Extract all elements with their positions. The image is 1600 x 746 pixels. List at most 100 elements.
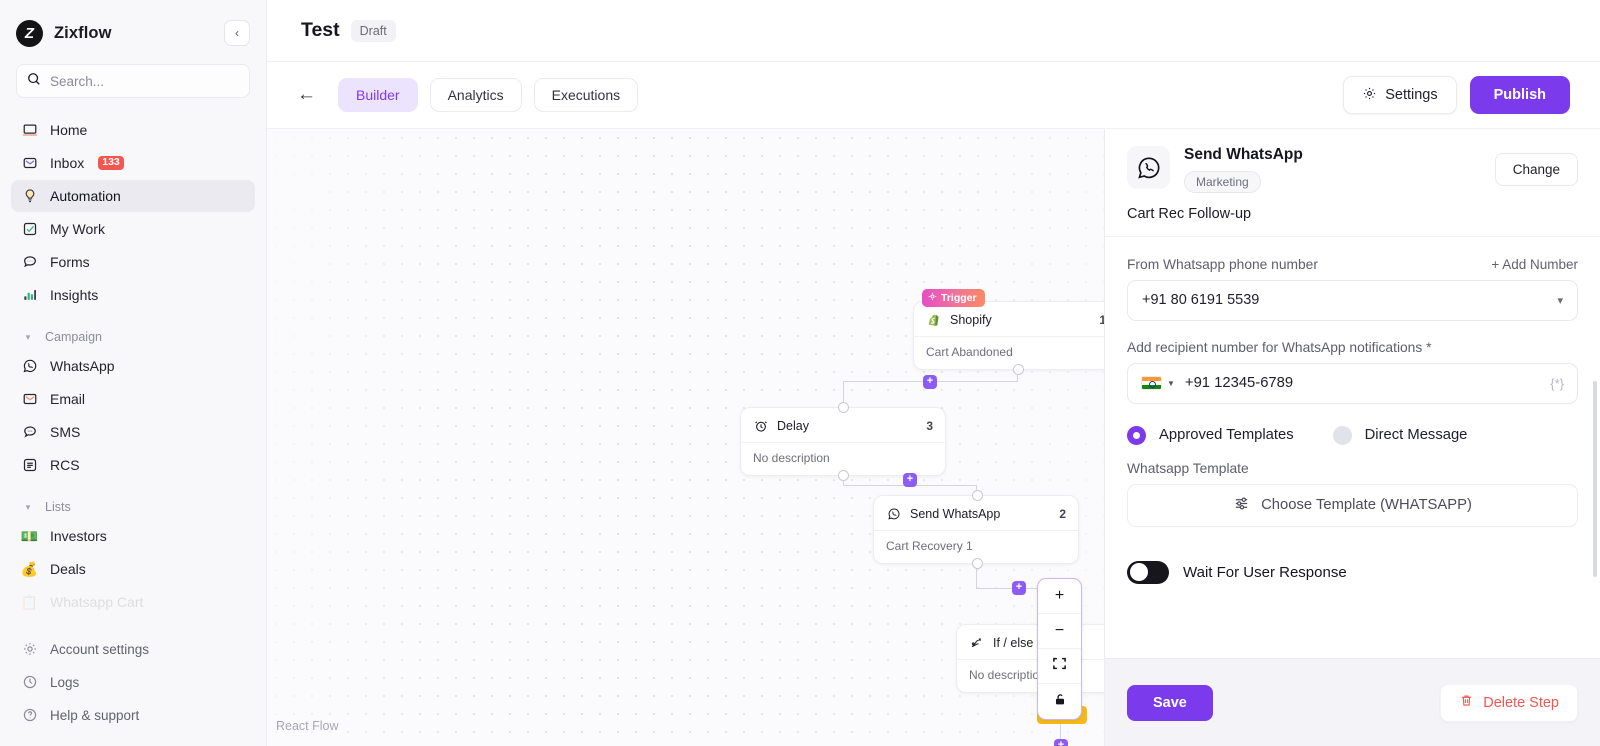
sidebar-section-campaign[interactable]: ▾ Campaign [11, 324, 255, 350]
sidebar-section-lists[interactable]: ▾ Lists [11, 494, 255, 520]
sidebar-item-logs[interactable]: Logs [11, 666, 255, 698]
node-handle-top[interactable] [838, 402, 849, 413]
node-handle-bottom[interactable] [1013, 364, 1024, 375]
tab-executions[interactable]: Executions [533, 78, 639, 112]
rcs-icon [21, 457, 38, 474]
node-description: Cart Abandoned [926, 345, 1013, 359]
chevron-down-icon[interactable]: ▼ [1167, 378, 1175, 388]
sidebar-item-automation[interactable]: Automation [11, 180, 255, 212]
add-step-button[interactable]: + [903, 473, 917, 487]
sidebar-item-account-settings[interactable]: Account settings [11, 633, 255, 665]
sidebar-item-email[interactable]: Email [11, 383, 255, 415]
from-number-label-row: From Whatsapp phone number + Add Number [1127, 257, 1578, 272]
panel-header: Send WhatsApp Marketing Change Cart Rec … [1105, 129, 1600, 237]
delete-step-label: Delete Step [1483, 694, 1559, 711]
sidebar-item-label: Account settings [50, 641, 150, 657]
sidebar-item-sms[interactable]: SMS [11, 416, 255, 448]
sidebar-item-forms[interactable]: Forms [11, 246, 255, 278]
merge-tag-icon[interactable]: {*} [1550, 375, 1564, 391]
whatsapp-icon [21, 358, 38, 375]
node-title: Delay [777, 418, 809, 433]
title-bar: Test Draft [267, 0, 1600, 62]
node-handle-bottom[interactable] [972, 558, 983, 569]
panel-category-tag: Marketing [1184, 170, 1261, 193]
node-handle-bottom[interactable] [838, 470, 849, 481]
inbox-badge: 133 [98, 155, 124, 171]
whatsapp-icon [886, 506, 901, 521]
money-icon: 💵 [20, 528, 39, 544]
recipient-phone-input[interactable]: ▼ +91 12345-6789 {*} [1127, 362, 1578, 404]
sidebar-item-rcs[interactable]: RCS [11, 449, 255, 481]
change-button[interactable]: Change [1494, 152, 1578, 186]
recipient-label: Add recipient number for WhatsApp notifi… [1127, 339, 1432, 355]
add-number-link[interactable]: + Add Number [1491, 256, 1578, 272]
tab-analytics[interactable]: Analytics [429, 78, 522, 112]
sidebar-nav: Home Inbox 133 Automation [0, 114, 266, 627]
delete-step-button[interactable]: Delete Step [1440, 683, 1578, 722]
toolbar-right: Settings Publish [1343, 76, 1570, 114]
search-placeholder: Search... [50, 73, 105, 89]
radio-approved-templates[interactable] [1127, 425, 1146, 445]
panel-scrollbar[interactable] [1593, 380, 1597, 577]
node-header: Shopify 1 [914, 302, 1104, 337]
lock-button[interactable] [1038, 684, 1081, 719]
save-button[interactable]: Save [1127, 684, 1213, 721]
sliders-icon [1233, 495, 1250, 516]
sidebar-item-label: Investors [50, 528, 107, 544]
wait-for-user-response-toggle[interactable] [1127, 560, 1169, 584]
sidebar-item-inbox[interactable]: Inbox 133 [11, 147, 255, 179]
radio-direct-message[interactable] [1332, 425, 1352, 445]
flow-node-shopify-trigger[interactable]: Trigger Shopify 1 Cart Aba [913, 289, 1104, 375]
zoom-in-button[interactable]: + [1038, 579, 1081, 614]
sidebar-item-label: SMS [50, 424, 81, 440]
brand-row: Z Zixflow ‹ [16, 16, 250, 50]
chevron-down-icon: ▾ [25, 501, 31, 512]
zoom-out-button[interactable]: − [1038, 614, 1081, 649]
flow-canvas[interactable]: + + + + Is false + [267, 129, 1104, 746]
add-step-button[interactable]: + [923, 375, 937, 389]
logo-glyph: Z [24, 24, 35, 42]
clock-icon [21, 674, 38, 691]
sidebar-item-label: Forms [50, 254, 90, 270]
sidebar-item-investors[interactable]: 💵 Investors [11, 520, 255, 552]
inbox-icon [21, 155, 38, 172]
sidebar-item-label: Email [50, 391, 86, 407]
envelope-icon [21, 391, 38, 408]
search-input[interactable]: Search... [16, 64, 250, 98]
canvas-controls: + − [1037, 578, 1082, 720]
node-handle-top[interactable] [972, 490, 983, 501]
node-description: No description [753, 451, 830, 465]
node-number: 3 [926, 418, 933, 433]
settings-label: Settings [1385, 87, 1438, 103]
back-button[interactable]: ← [297, 84, 316, 105]
flow-node-send-whatsapp-2[interactable]: Send WhatsApp 2 Cart Recovery 1 [873, 490, 1079, 569]
add-step-button[interactable]: + [1054, 739, 1068, 746]
alarm-clock-icon [753, 418, 768, 433]
sidebar-item-help-support[interactable]: Help & support [11, 699, 255, 731]
flow-node-delay[interactable]: Delay 3 No description [740, 402, 946, 481]
wait-response-row: Wait For User Response [1127, 560, 1578, 584]
publish-button[interactable]: Publish [1469, 76, 1570, 114]
sidebar-item-home[interactable]: Home [11, 114, 255, 146]
tab-builder[interactable]: Builder [338, 78, 418, 112]
node-description: Cart Recovery 1 [886, 539, 973, 553]
panel-subtitle: Cart Rec Follow-up [1127, 205, 1252, 222]
fit-view-button[interactable] [1038, 649, 1081, 684]
from-number-value: +91 80 6191 5539 [1142, 292, 1260, 309]
sidebar-collapse-button[interactable]: ‹ [224, 20, 250, 46]
node-title: Send WhatsApp [910, 506, 1001, 521]
sidebar-item-label: Inbox [50, 155, 85, 171]
sidebar-item-my-work[interactable]: My Work [11, 213, 255, 245]
money-bag-icon: 💰 [20, 561, 39, 577]
edge-segment [843, 381, 845, 407]
lock-icon [1053, 692, 1067, 712]
sidebar-item-deals[interactable]: 💰 Deals [11, 553, 255, 585]
choose-template-button[interactable]: Choose Template (WHATSAPP) [1127, 483, 1578, 527]
from-number-select[interactable]: +91 80 6191 5539 ▾ [1127, 279, 1578, 321]
chevron-down-icon: ▾ [25, 331, 31, 342]
sidebar-item-whatsapp-cart[interactable]: 📋 Whatsapp Cart [11, 586, 255, 618]
settings-button[interactable]: Settings [1343, 76, 1457, 114]
add-step-button[interactable]: + [1012, 581, 1026, 595]
sidebar-item-whatsapp[interactable]: WhatsApp [11, 350, 255, 382]
sidebar-item-insights[interactable]: Insights [11, 279, 255, 311]
